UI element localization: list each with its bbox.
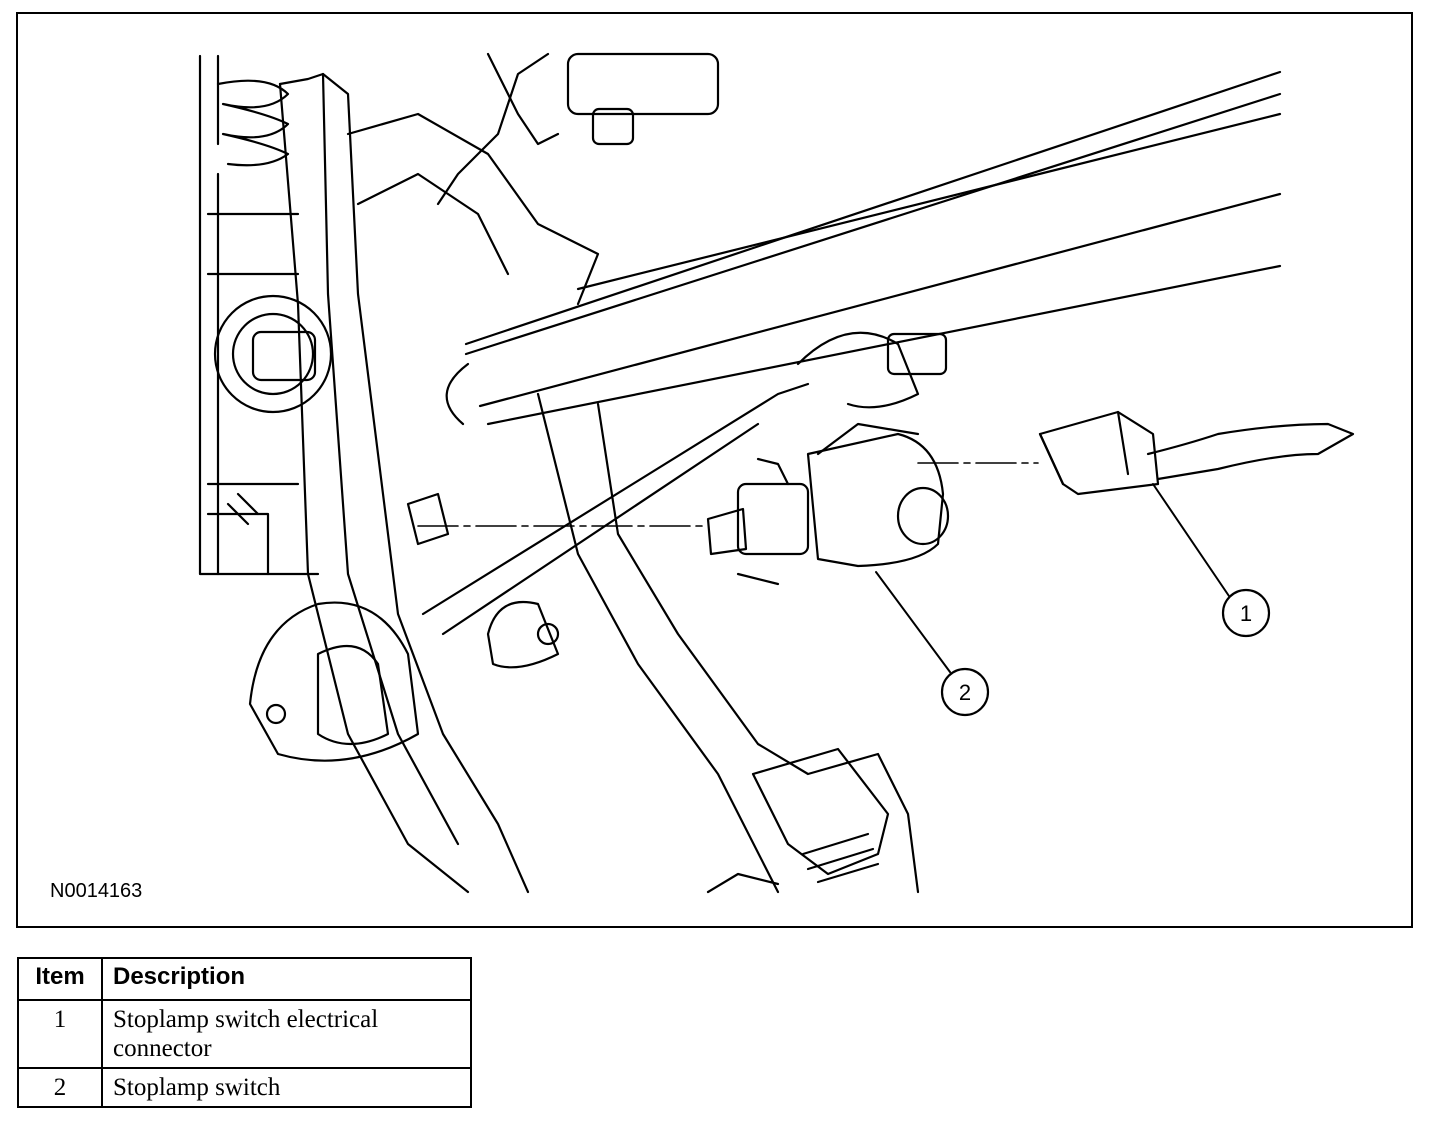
legend-item-description: Stoplamp switch electrical connector: [101, 999, 472, 1069]
callout-2: 2: [940, 667, 990, 717]
figure-id-label: N0014163: [50, 880, 143, 902]
legend-header-row: Item Description: [17, 957, 472, 1001]
legend-header-item: Item: [17, 957, 103, 1001]
legend-item-description: Stoplamp switch: [101, 1067, 472, 1108]
callout-1-label: 1: [1240, 601, 1252, 626]
stoplamp-switch-drawing: [706, 422, 950, 586]
table-row: 2 Stoplamp switch: [17, 1067, 472, 1108]
electrical-connector-drawing: [1038, 410, 1355, 496]
callout-1: 1: [1221, 588, 1271, 638]
legend-table: Item Description 1 Stoplamp switch elect…: [17, 957, 472, 1108]
diagram-frame: 1 2 N0014163: [16, 12, 1413, 928]
callout-2-label: 2: [959, 680, 971, 705]
pedal-bracket-drawing: [198, 52, 1282, 894]
pedal-assembly-illustration: 1 2: [198, 52, 1355, 894]
table-row: 1 Stoplamp switch electrical connector: [17, 999, 472, 1069]
callout-leaders: [875, 483, 1232, 673]
legend-item-number: 1: [17, 999, 103, 1069]
legend-item-number: 2: [17, 1067, 103, 1108]
legend-header-description: Description: [101, 957, 472, 1001]
alignment-lines: [417, 462, 1039, 527]
